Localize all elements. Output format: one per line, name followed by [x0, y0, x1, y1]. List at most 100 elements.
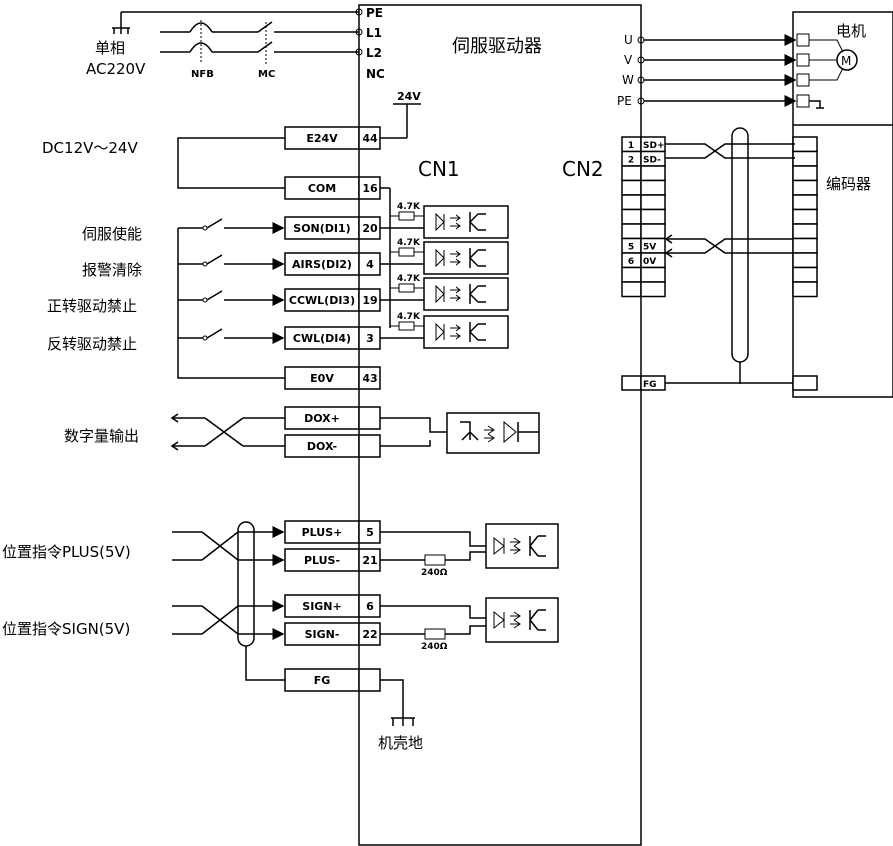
cn1-label: CN1 [418, 157, 460, 181]
pin-nc: NC [366, 67, 385, 81]
sign-optocoupler [485, 597, 559, 643]
pin-l2: L2 [366, 46, 382, 60]
cn2-fg-label: FG [643, 380, 657, 390]
cn1-signal-name: PLUS- [304, 554, 340, 567]
cn1-pin-number: 16 [362, 182, 378, 195]
res240-plus-label: 240Ω [421, 568, 448, 578]
motor-pin-v: V [624, 53, 633, 67]
optocoupler [423, 277, 509, 311]
dc-supply-wire [177, 137, 285, 189]
cn1-pin-number: 21 [362, 554, 377, 567]
digital-out-label: 数字量输出 [64, 427, 139, 445]
cn1-row-dox-: DOX+ [284, 406, 381, 430]
cn2-label: CN2 [562, 157, 604, 181]
optocoupler [423, 241, 509, 275]
input-optocouplers: 4.7K 4.7K 4.7K 4.7K [380, 187, 509, 349]
cn1-row-plus-: PLUS- 21 [284, 548, 381, 572]
res240-sign-label: 240Ω [421, 642, 448, 652]
voltage-label: AC220V [86, 60, 146, 78]
twisted-pair-plus-icon [201, 531, 239, 561]
contact-mc-l1 [257, 21, 273, 33]
mc-label: MC [258, 69, 275, 80]
dc-supply-label: DC12V～24V [42, 139, 138, 157]
input-opto-0: 4.7K [380, 202, 509, 239]
cn2-signal-name: 5V [643, 243, 656, 253]
pin-l1: L1 [366, 26, 382, 40]
cn1-pin-number: 6 [366, 600, 374, 613]
resistor-240-sign [424, 628, 446, 640]
cn1-row-sign-: SIGN-22 [284, 622, 381, 646]
cn1-row-dox-: DOX- [284, 434, 381, 458]
breaker-nfb-l2 [189, 42, 213, 53]
cn1-signal-name: DOX- [307, 440, 337, 453]
resistor-240-plus [424, 554, 446, 566]
son-label: 伺服使能 [82, 225, 142, 243]
resistor-47k-label: 4.7K [397, 312, 421, 322]
encoder-shield-icon [731, 127, 749, 363]
phase-label: 单相 [95, 39, 125, 57]
sign-label: 位置指令SIGN(5V) [2, 620, 130, 638]
cn2-signal-name: SD+ [643, 141, 665, 151]
cn2-pin-number: 2 [628, 156, 634, 166]
cwl-label: 反转驱动禁止 [47, 335, 137, 353]
cn1-signal-name: CCWL(DI3) [289, 294, 355, 307]
plus-label: 位置指令PLUS(5V) [2, 543, 131, 561]
output-optocoupler [446, 412, 540, 454]
cn1-signal-name: COM [308, 182, 336, 195]
ccwl-label: 正转驱动禁止 [47, 297, 137, 315]
cn1-row-fg: FG [284, 668, 381, 692]
resistor-47k-label: 4.7K [397, 202, 421, 212]
cn1-signal-name: AIRS(DI2) [292, 258, 352, 271]
optocoupler [423, 205, 509, 239]
cn1-pin-number: 19 [362, 294, 377, 307]
cn1-pin-number: 3 [366, 332, 374, 345]
resistor-47k-label: 4.7K [397, 238, 421, 248]
digital-inputs-wiring: 伺服使能 报警清除 正转驱动禁止 反转驱动禁止 [47, 218, 285, 379]
motor-symbol: M [841, 54, 851, 68]
cn1-signal-name: FG [314, 674, 331, 687]
twisted-pair-icon [204, 417, 244, 447]
motor-pin-pe: PE [617, 94, 632, 108]
cn1-row-plus-: PLUS+5 [284, 520, 381, 544]
cn1-row-son-di1-: SON(DI1)20 [284, 216, 381, 240]
drive-title: 伺服驱动器 [452, 36, 542, 57]
chassis-ground-icon [391, 717, 415, 726]
shield-icon [237, 521, 255, 647]
chassis-ground-label: 机壳地 [378, 734, 423, 752]
cn1-signal-name: E24V [306, 132, 338, 145]
digital-output: 数字量输出 [64, 412, 540, 454]
motor-label: 电机 [836, 22, 866, 40]
cn1-signal-name: E0V [310, 372, 334, 385]
input-opto-2: 4.7K [380, 274, 509, 311]
contact-mc-l2 [257, 41, 273, 53]
cn1-pin-number: 5 [366, 526, 374, 539]
cn2-pin-number: 1 [628, 141, 634, 151]
ground-icon [112, 12, 130, 34]
cn2-signal-name: SD- [643, 156, 661, 166]
cn1-signal-name: CWL(DI4) [293, 332, 351, 345]
cn1-row-ccwl-di3-: CCWL(DI3) 19 [284, 288, 381, 312]
cn1-row-sign-: SIGN+6 [284, 594, 381, 618]
cn1-pin-number: 4 [366, 258, 374, 271]
nfb-label: NFB [191, 69, 214, 80]
cn2-pin-number: 5 [628, 243, 634, 253]
cn1-pin-number: 22 [362, 628, 377, 641]
cn2-signal-name: 0V [643, 257, 656, 267]
motor-pin-w: W [622, 73, 634, 87]
pin-pe: PE [366, 6, 383, 20]
cn1-row-com: COM 16 [284, 176, 381, 200]
position-command-wiring: 位置指令PLUS(5V) 位置指令SIGN(5V) 240Ω 240Ω [2, 521, 559, 752]
cn1-row-cwl-di4-: CWL(DI4) 3 [284, 326, 381, 350]
cn1-row-airs-di2-: AIRS(DI2) 4 [284, 252, 381, 276]
plus-optocoupler [485, 523, 559, 569]
encoder-label: 编码器 [826, 175, 871, 193]
cn1-pin-number: 20 [362, 222, 378, 235]
resistor-47k-label: 4.7K [397, 274, 421, 284]
input-opto-3: 4.7K [380, 312, 509, 349]
